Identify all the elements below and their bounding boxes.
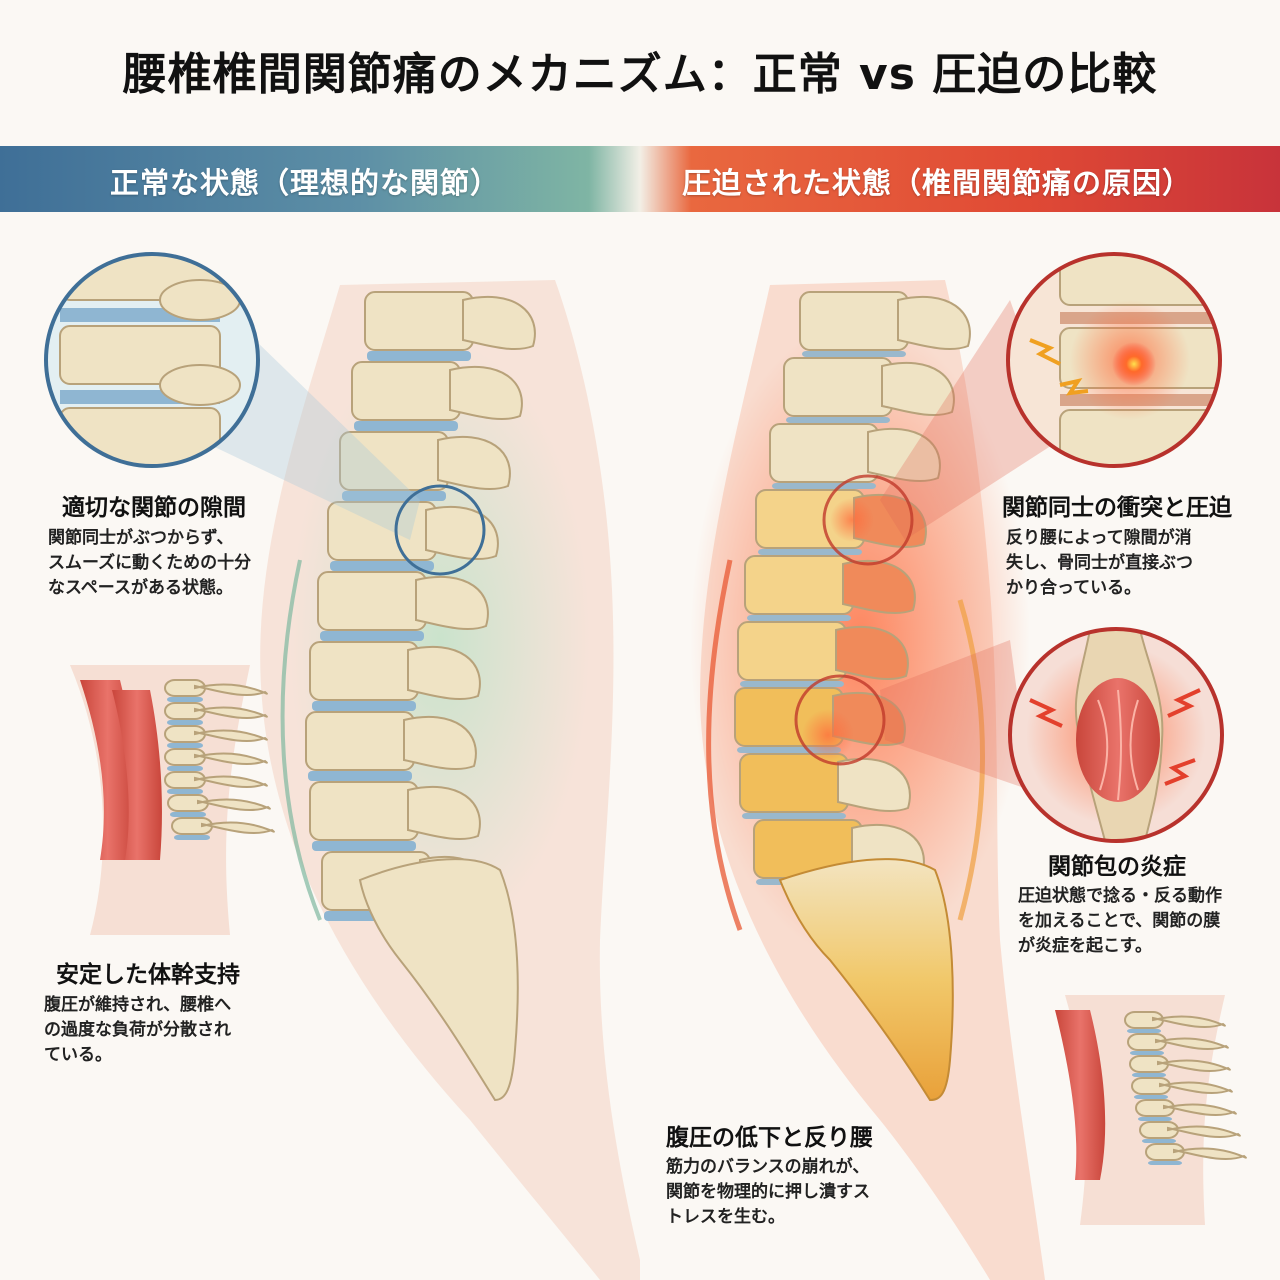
spine-illustration bbox=[44, 252, 1247, 1280]
support-description: 腹圧が維持され、腰椎へ の過度な負荷が分散され ている。 bbox=[44, 995, 232, 1065]
normal-vertebra bbox=[305, 711, 415, 771]
compressed-mini-disc bbox=[1142, 1139, 1176, 1143]
normal-mini-disc bbox=[167, 697, 203, 702]
normal-mini-facet-process bbox=[194, 729, 268, 742]
normal-mini-disc bbox=[170, 812, 206, 817]
compressed-mini-facet-process bbox=[1159, 1081, 1233, 1094]
inflammation-zoom-circle bbox=[1008, 627, 1224, 843]
collision-description: 反り腰によって隙間が消 失し、骨同士が直接ぶつ かり合っている。 bbox=[1006, 528, 1193, 598]
normal-facet-process bbox=[407, 645, 481, 700]
normal-mini-facet-process bbox=[194, 752, 268, 765]
compressed-core-muscle-inset bbox=[1055, 995, 1247, 1225]
page-title: 腰椎椎間関節痛のメカニズム：正常 vs 圧迫の比較 bbox=[122, 49, 1158, 100]
normal-zoom-circle bbox=[44, 252, 260, 468]
compressed-mini-disc bbox=[1138, 1117, 1172, 1121]
compressed-vertebra bbox=[769, 423, 879, 483]
normal-facet-process bbox=[449, 365, 523, 420]
normal-disc bbox=[312, 701, 416, 711]
inflammation-description: 圧迫状態で捻る・反る動作 を加えることで、関節の膜 が炎症を起こす。 bbox=[1018, 886, 1222, 956]
normal-facet-process bbox=[415, 575, 489, 630]
compressed-disc bbox=[758, 549, 862, 555]
compressed-disc bbox=[772, 483, 876, 489]
normal-state-banner: 正常な状態（理想的な関節） bbox=[110, 166, 501, 200]
collision-title: 関節同士の衝突と圧迫 bbox=[1002, 495, 1232, 521]
normal-mini-disc bbox=[167, 789, 203, 794]
normal-joint-highlight bbox=[394, 484, 486, 576]
normal-mini-facet-process bbox=[194, 706, 268, 719]
compressed-disc bbox=[786, 417, 890, 423]
compressed-mini-facet-process bbox=[1157, 1059, 1231, 1072]
support-title: 安定した体幹支持 bbox=[56, 962, 240, 988]
normal-vertebra bbox=[364, 291, 474, 351]
normal-vertebra bbox=[309, 781, 419, 841]
collision-zoom-circle bbox=[1006, 252, 1222, 468]
compressed-mini-disc bbox=[1127, 1029, 1161, 1033]
compressed-mini-disc bbox=[1130, 1051, 1164, 1055]
normal-mini-facet-process bbox=[194, 775, 268, 788]
compressed-joint-highlight bbox=[822, 474, 914, 566]
normal-mini-disc bbox=[167, 743, 203, 748]
normal-disc bbox=[354, 421, 458, 431]
compressed-facet-process bbox=[867, 427, 941, 482]
normal-facet-process bbox=[437, 435, 511, 490]
normal-mini-facet-process bbox=[194, 683, 268, 696]
compressed-mini-disc bbox=[1134, 1095, 1168, 1099]
compressed-disc bbox=[802, 351, 906, 357]
normal-vertebra bbox=[317, 571, 427, 631]
pressure-description: 筋力のバランスの崩れが、 関節を物理的に押し潰すス トレスを生む。 bbox=[666, 1157, 870, 1227]
compressed-mini-facet-process bbox=[1163, 1103, 1237, 1116]
inflammation-title: 関節包の炎症 bbox=[1048, 854, 1186, 880]
compressed-facet-process bbox=[897, 295, 971, 350]
compressed-vertebra bbox=[783, 357, 893, 417]
compressed-vertebra bbox=[744, 555, 854, 615]
normal-mini-disc bbox=[174, 835, 210, 840]
normal-mini-disc bbox=[167, 720, 203, 725]
compressed-mini-facet-process bbox=[1152, 1015, 1226, 1028]
compressed-facet-process bbox=[881, 361, 955, 416]
gap-title: 適切な関節の隙間 bbox=[62, 495, 246, 521]
normal-disc bbox=[342, 491, 446, 501]
compressed-vertebra bbox=[737, 621, 847, 681]
compressed-mini-disc bbox=[1148, 1161, 1182, 1165]
compressed-sacrum bbox=[778, 858, 954, 1102]
normal-vertebra bbox=[309, 641, 419, 701]
normal-vertebra bbox=[351, 361, 461, 421]
normal-disc bbox=[320, 631, 424, 641]
normal-spine bbox=[305, 291, 536, 921]
compressed-disc bbox=[742, 813, 846, 819]
normal-core-muscle-inset bbox=[70, 665, 275, 935]
normal-facet-process bbox=[407, 785, 481, 840]
compressed-facet-process bbox=[835, 625, 909, 680]
normal-sacrum bbox=[358, 858, 519, 1102]
compressed-facet-process bbox=[853, 493, 927, 548]
pressure-title: 腹圧の低下と反り腰 bbox=[666, 1125, 873, 1151]
compressed-state-banner: 圧迫された状態（椎間関節痛の原因） bbox=[682, 166, 1193, 200]
compressed-facet-process bbox=[837, 757, 911, 812]
compressed-vertebra bbox=[799, 291, 909, 351]
comparison-banner: 正常な状態（理想的な関節） 圧迫された状態（椎間関節痛の原因） bbox=[0, 146, 1280, 212]
normal-disc bbox=[367, 351, 471, 361]
normal-mini-facet-process bbox=[201, 821, 275, 834]
gap-description: 関節同士がぶつからず、 スムーズに動くための十分 なスペースがある状態。 bbox=[48, 528, 252, 598]
normal-facet-process bbox=[462, 295, 536, 350]
normal-disc bbox=[312, 841, 416, 851]
normal-disc bbox=[330, 561, 434, 571]
compressed-mini-disc bbox=[1132, 1073, 1166, 1077]
normal-mini-disc bbox=[167, 766, 203, 771]
normal-facet-process bbox=[403, 715, 477, 770]
compressed-disc bbox=[740, 681, 844, 687]
normal-disc bbox=[308, 771, 412, 781]
compressed-mini-facet-process bbox=[1173, 1147, 1247, 1160]
compressed-disc bbox=[747, 615, 851, 621]
normal-mini-facet-process bbox=[197, 798, 271, 811]
compressed-mini-facet-process bbox=[1155, 1037, 1229, 1050]
compressed-mini-facet-process bbox=[1167, 1125, 1241, 1138]
